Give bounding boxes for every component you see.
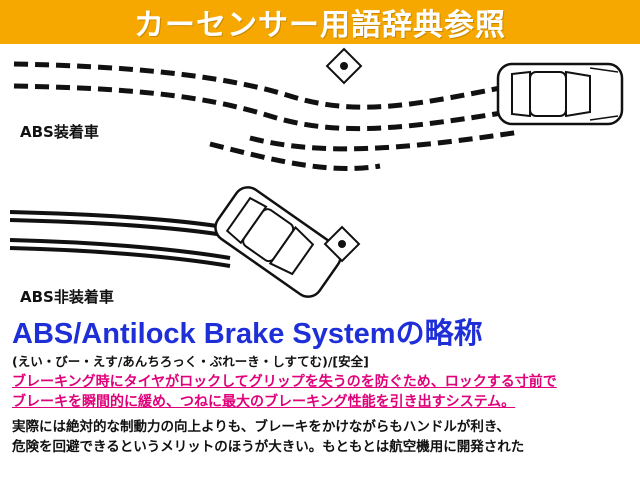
abs-car-icon: [496, 62, 624, 126]
note-line: 危険を回避できるというメリットのほうが大きい。もともとは航空機用に開発された: [12, 439, 525, 455]
definition-text: ブレーキング時にタイヤがロックしてグリップを失うのを防ぐため、ロックする寸前で …: [12, 372, 632, 412]
abs-illustration: [9, 47, 624, 298]
term-reading: (えい・びー・えす/あんちろっく・ぶれーき・しすてむ)/[安全]: [12, 354, 369, 369]
banner-title: カーセンサー用語辞典参照: [134, 8, 506, 43]
non-abs-skid-marks: [9, 210, 231, 268]
non-abs-label: ABS非装着車: [20, 288, 114, 306]
note-text: 実際には絶対的な制動力の向上よりも、ブレーキをかけながらもハンドルが利き、 危険…: [12, 417, 632, 457]
title-banner: カーセンサー用語辞典参照: [0, 0, 640, 44]
obstacle-marker-bottom: [323, 225, 361, 263]
abs-tire-tracks: [13, 61, 521, 172]
term-heading: ABS/Antilock Brake Systemの略称: [12, 318, 483, 350]
obstacle-marker-top: [325, 47, 363, 85]
definition-line: ブレーキング時にタイヤがロックしてグリップを失うのを防ぐため、ロックする寸前で: [12, 374, 557, 390]
non-abs-car-icon: [214, 186, 342, 298]
note-line: 実際には絶対的な制動力の向上よりも、ブレーキをかけながらもハンドルが利き、: [12, 419, 510, 435]
abs-equipped-label: ABS装着車: [20, 123, 99, 141]
definition-line: ブレーキを瞬間的に緩め、つねに最大のブレーキング性能を引き出すシステム。: [12, 394, 516, 410]
